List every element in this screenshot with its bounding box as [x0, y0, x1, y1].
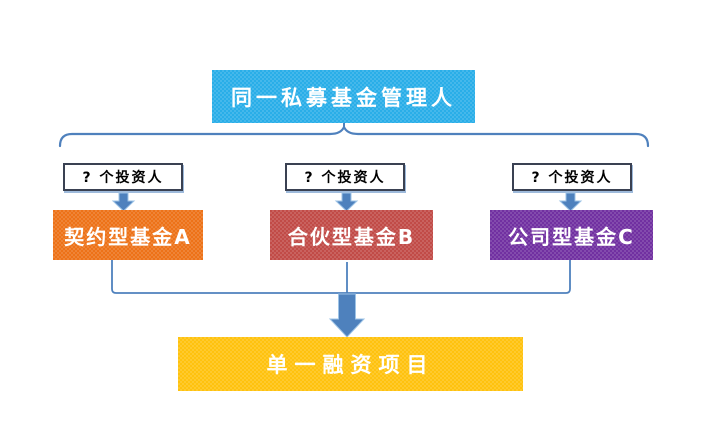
investor-box-a: ? 个投资人 [63, 163, 183, 191]
fund-box-corporate: 公司型基金C [490, 210, 653, 260]
investor-box-c: ? 个投资人 [512, 163, 632, 191]
down-arrow-icon-c [558, 192, 583, 212]
investor-box-a-label: ? 个投资人 [82, 170, 164, 186]
project-box: 单一融资项目 [178, 337, 523, 391]
manager-box: 同一私募基金管理人 [212, 70, 475, 123]
fund-box-partnership-label: 合伙型基金B [287, 224, 416, 249]
investor-box-b-label: ? 个投资人 [304, 170, 386, 186]
investor-box-c-label: ? 个投资人 [531, 170, 613, 186]
down-arrow-icon-b [334, 192, 359, 212]
down-arrow-icon-a [111, 192, 136, 212]
fund-box-contractual: 契约型基金A [53, 210, 203, 260]
investor-box-b: ? 个投资人 [285, 163, 405, 191]
fund-box-contractual-label: 契约型基金A [64, 224, 192, 249]
fund-box-partnership: 合伙型基金B [270, 210, 433, 260]
fund-box-corporate-label: 公司型基金C [508, 224, 635, 249]
manager-box-label: 同一私募基金管理人 [231, 85, 456, 110]
brace-curve [58, 124, 650, 148]
project-box-label: 单一融资项目 [266, 353, 435, 377]
merge-arrow-icon [328, 293, 366, 338]
merge-rail-line [111, 260, 571, 294]
